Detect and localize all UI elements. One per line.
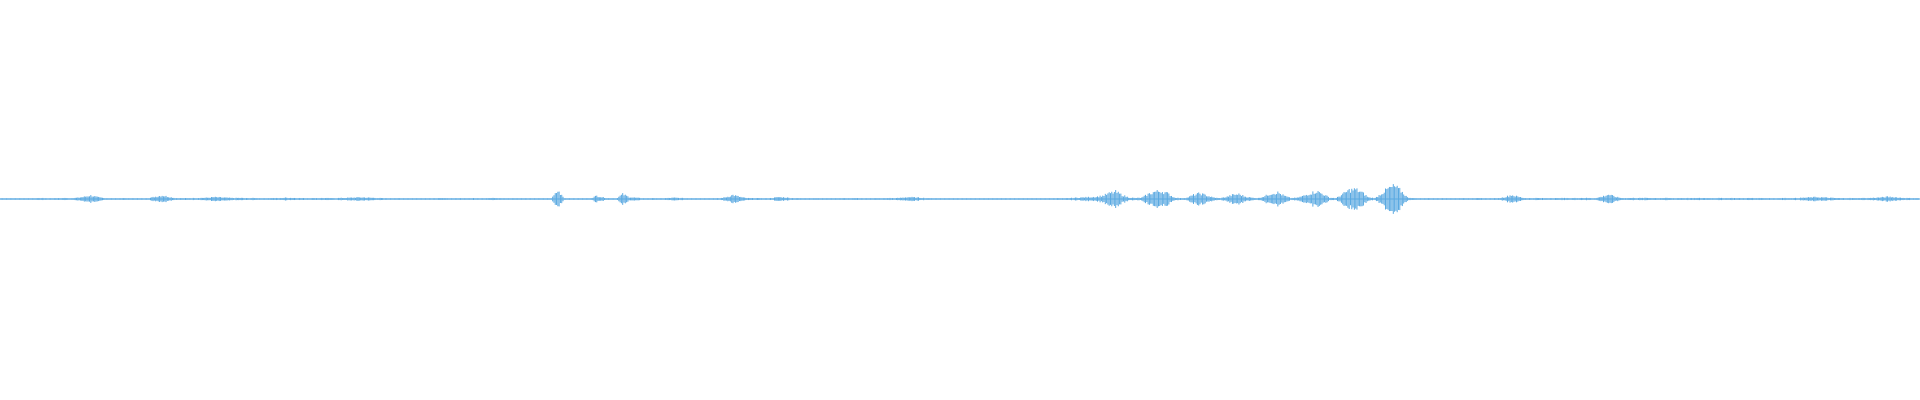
waveform-bars (0, 184, 1920, 214)
